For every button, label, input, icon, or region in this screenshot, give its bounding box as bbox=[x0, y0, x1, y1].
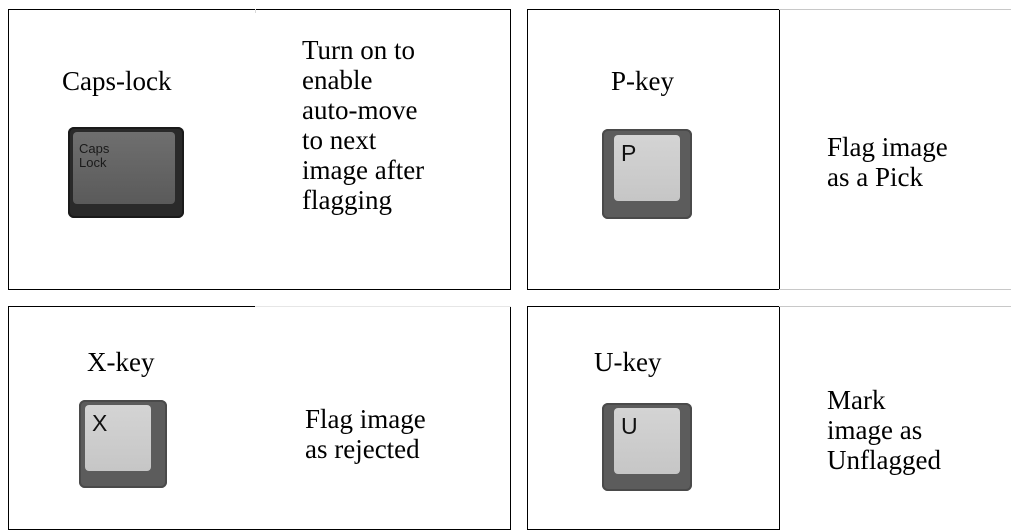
x-key-cap-text: X bbox=[92, 410, 108, 436]
u-key-icon: U bbox=[602, 403, 692, 491]
x-key-desc-line: Flag image bbox=[305, 404, 426, 434]
p-key-desc-line: as a Pick bbox=[827, 162, 923, 192]
x-key-desc-line: as rejected bbox=[305, 434, 420, 464]
p-key-label: P-key bbox=[611, 66, 674, 96]
caps-lock-cap-text-1: Caps bbox=[79, 141, 110, 156]
p-key-cap: P bbox=[614, 135, 680, 201]
caps-lock-desc-line: flagging bbox=[302, 185, 392, 215]
cell-top-rule bbox=[779, 306, 1011, 307]
caps-lock-desc-line: to next bbox=[302, 125, 377, 155]
x-key-description: Flag image as rejected bbox=[305, 404, 426, 464]
caps-lock-desc-line: auto-move bbox=[302, 95, 418, 125]
p-key-cap-text: P bbox=[621, 140, 637, 166]
x-key-label: X-key bbox=[87, 347, 155, 377]
u-key-desc-line: image as bbox=[827, 415, 923, 445]
p-key-description: Flag image as a Pick bbox=[827, 132, 948, 192]
caps-lock-cap-text-2: Lock bbox=[79, 155, 107, 170]
cell-top-rule bbox=[255, 306, 511, 307]
caps-lock-desc-line: image after bbox=[302, 155, 425, 185]
u-key-cap-text: U bbox=[621, 413, 638, 439]
cell-top-rule bbox=[779, 9, 1011, 10]
caps-lock-key-cap: Caps Lock bbox=[73, 132, 175, 204]
caps-lock-desc-line: enable bbox=[302, 65, 373, 95]
p-key-desc-line: Flag image bbox=[827, 132, 948, 162]
u-key-description: Mark image as Unflagged bbox=[827, 385, 941, 475]
cell-divider bbox=[255, 9, 256, 13]
x-key-cap: X bbox=[85, 405, 151, 471]
x-key-icon: X bbox=[79, 400, 167, 488]
u-key-label: U-key bbox=[594, 347, 662, 377]
u-key-cap: U bbox=[614, 408, 680, 474]
caps-lock-label: Caps-lock bbox=[62, 66, 172, 96]
caps-lock-description: Turn on to enable auto-move to next imag… bbox=[302, 35, 424, 215]
cell-bottom-rule bbox=[779, 289, 1011, 290]
caps-lock-desc-line: Turn on to bbox=[302, 35, 416, 65]
caps-lock-key-icon: Caps Lock bbox=[68, 127, 184, 218]
u-key-desc-line: Unflagged bbox=[827, 445, 941, 475]
p-key-icon: P bbox=[602, 129, 692, 219]
u-key-desc-line: Mark bbox=[827, 385, 886, 415]
